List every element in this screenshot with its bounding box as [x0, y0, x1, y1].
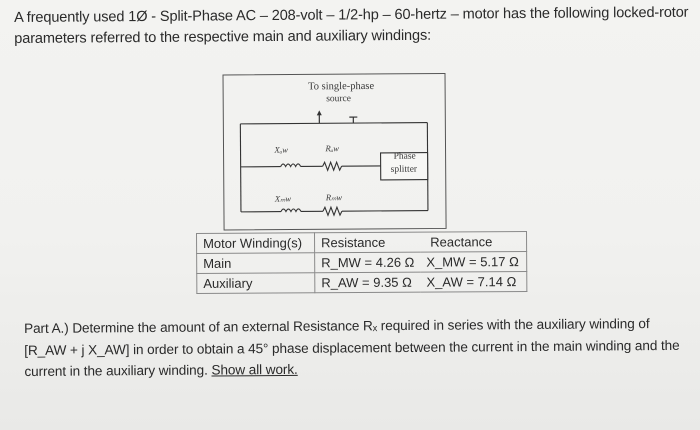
left-wire [239, 123, 242, 212]
top-bus-wire [240, 122, 428, 125]
show-work-instruction: Show all work. [211, 361, 298, 378]
winding-parameters-table: Motor Winding(s) Resistance Reactance Ma… [196, 231, 528, 294]
question-line-3-text: current in the auxiliary winding. [24, 362, 208, 379]
problem-statement: A frequently used 1Ø - Split-Phase AC – … [14, 3, 694, 50]
aux-resistor [322, 160, 343, 172]
header-cell: Resistance [314, 232, 421, 253]
circuit-drawing [222, 72, 447, 231]
table-cell: Auxiliary [196, 272, 315, 294]
phase-splitter-label-2: splitter [390, 164, 418, 175]
phase-splitter-box [380, 152, 429, 181]
r-aw-label: Rₐw [325, 143, 339, 154]
aux-inductor [280, 163, 302, 168]
table-row: Auxiliary R_AW = 9.35 Ω X_AW = 7.14 Ω [196, 271, 528, 294]
source-label: To single-phase [308, 80, 375, 93]
table-cell: R_MW = 4.26 Ω [314, 252, 421, 273]
main-resistor [322, 205, 343, 217]
source-label-2: source [326, 94, 352, 105]
intro-line-2: parameters referred to the respective ma… [14, 27, 432, 47]
question-line-3: current in the auxiliary winding. Show a… [24, 356, 688, 383]
phase-splitter-label: Phase [393, 151, 416, 162]
x-aw-label: Xₐw [274, 144, 288, 155]
header-cell: Reactance [420, 231, 527, 253]
table-cell: Main [196, 252, 315, 274]
diagram-frame [222, 72, 447, 231]
main-inductor [280, 208, 302, 213]
table-cell: X_MW = 5.17 Ω [420, 251, 527, 273]
table-cell: R_AW = 9.35 Ω [314, 272, 421, 293]
header-cell: Motor Winding(s) [196, 232, 315, 254]
table-header-row: Motor Winding(s) Resistance Reactance [196, 231, 527, 254]
x-mw-label: Xₘw [274, 193, 292, 204]
part-a-question: Part A.) Determine the amount of an exte… [24, 313, 688, 383]
r-mw-label: Rₘw [325, 192, 343, 203]
table-row: Main R_MW = 4.26 Ω X_MW = 5.17 Ω [196, 251, 527, 274]
table-cell: X_AW = 7.14 Ω [420, 271, 528, 293]
circuit-diagram: To single-phase source Xₐw Rₐw Xₘw Rₘw P… [222, 72, 449, 232]
